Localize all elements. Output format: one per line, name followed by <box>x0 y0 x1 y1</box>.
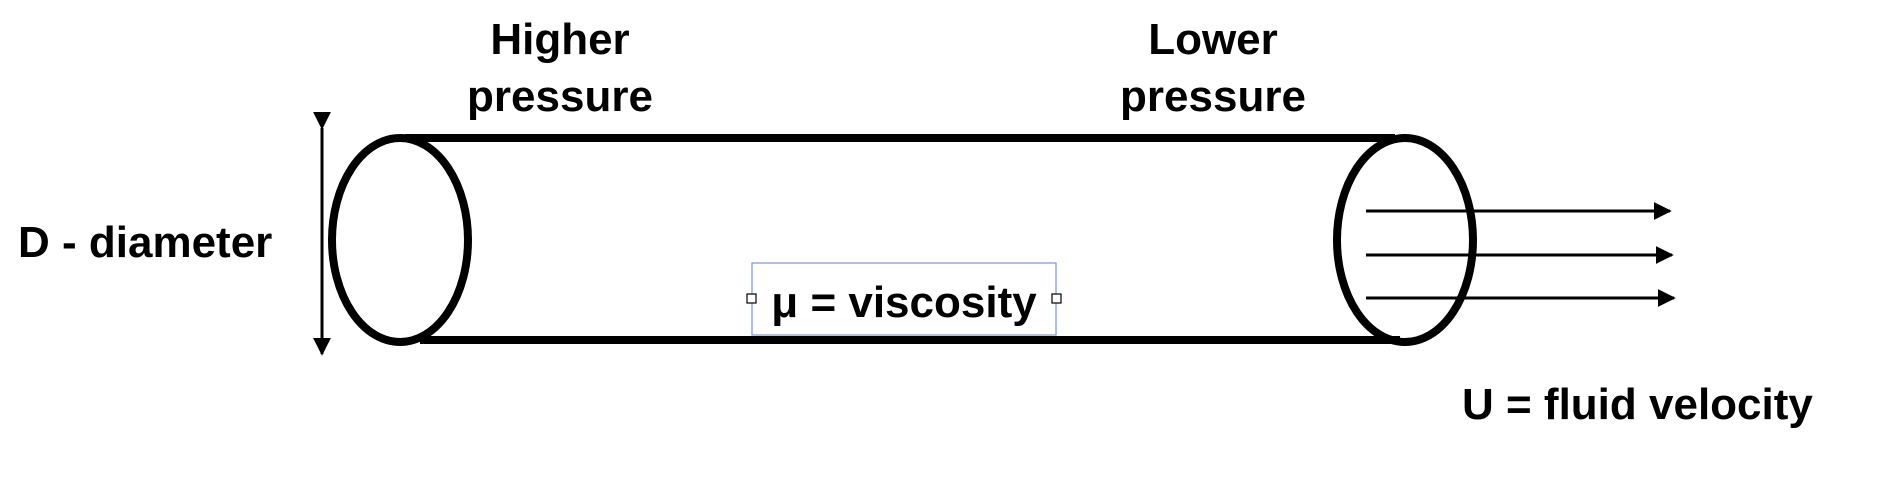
pipe-inlet-ellipse <box>328 134 472 346</box>
viscosity-label: μ = viscosity <box>771 278 1037 327</box>
higher-pressure-label-line2: pressure <box>467 72 653 121</box>
pipe-outlet-ellipse <box>1333 134 1477 346</box>
diameter-label: D - diameter <box>18 218 272 267</box>
selection-handle-right[interactable] <box>1051 293 1062 304</box>
lower-pressure-label-line2: pressure <box>1120 72 1306 121</box>
velocity-label: U = fluid velocity <box>1462 380 1813 429</box>
selection-handle-left[interactable] <box>746 293 757 304</box>
higher-pressure-label-line1: Higher <box>490 15 629 64</box>
lower-pressure-label-line1: Lower <box>1148 15 1278 64</box>
